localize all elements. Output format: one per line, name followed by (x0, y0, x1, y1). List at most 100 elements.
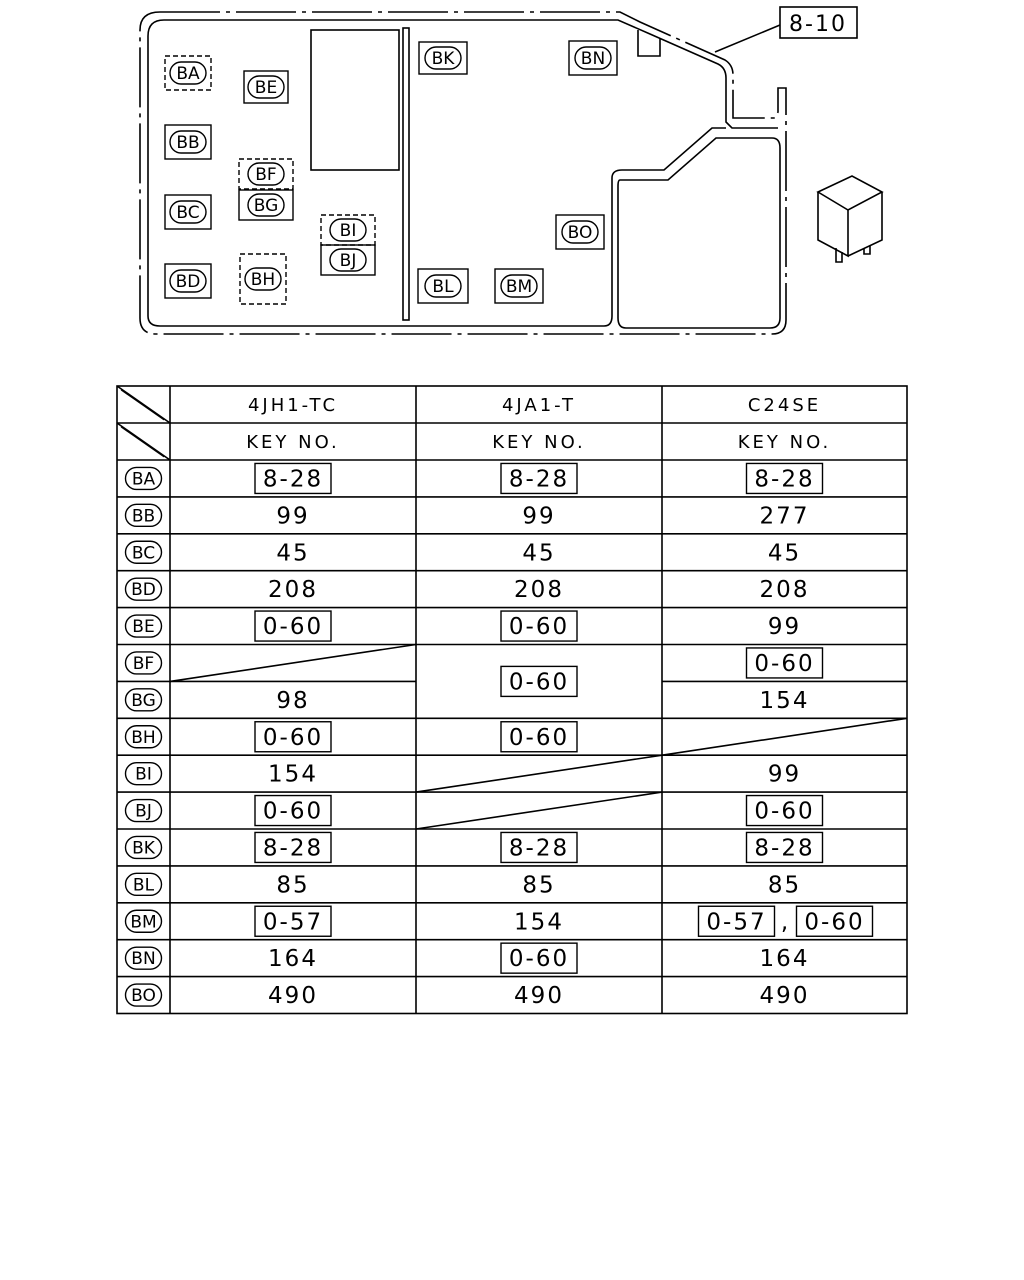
cell-bj-2-na (415, 791, 663, 830)
cell-bh-3-na (661, 717, 908, 756)
cell-ba-2: 8-28 (500, 462, 578, 495)
cell-be-3: 99 (768, 614, 801, 640)
svg-text:45: 45 (276, 540, 309, 566)
cell-bk-1: 8-28 (254, 831, 332, 864)
key-no-subheader: KEY NO. (492, 432, 586, 453)
cell-bn-3: 164 (760, 946, 810, 972)
row-label-bm: BM (124, 909, 163, 933)
svg-text:BF: BF (133, 654, 154, 674)
svg-text:BN: BN (131, 949, 155, 969)
svg-text:99: 99 (276, 503, 309, 529)
cell-bc-2: 45 (522, 540, 553, 566)
svg-text:BJ: BJ (340, 251, 357, 271)
svg-text:BO: BO (568, 223, 593, 243)
cell-bn-2: 0-60 (500, 942, 578, 974)
connector-label-bd: BD (164, 263, 212, 299)
cell-bc-3: 45 (768, 540, 801, 566)
right-compartment (617, 137, 781, 329)
svg-text:208: 208 (514, 577, 564, 603)
connector-label-bj: BJ (320, 244, 376, 276)
svg-text:164: 164 (760, 946, 810, 972)
svg-text:BM: BM (130, 912, 156, 932)
column-header: C24SE (748, 395, 821, 416)
cell-bo-1: 490 (268, 983, 318, 1009)
connector-label-bc: BC (164, 194, 212, 230)
housing-outline (139, 11, 787, 335)
row-label-bb: BB (124, 503, 163, 528)
cell-bk-3: 8-28 (745, 831, 824, 864)
cell-bi-2-na (415, 754, 663, 793)
cell-bf-2: 0-60 (500, 665, 578, 698)
svg-text:0-60: 0-60 (509, 725, 569, 751)
svg-text:99: 99 (522, 503, 555, 529)
cell-bm-3: 0-57 0-60, (697, 905, 874, 937)
svg-text:45: 45 (768, 540, 801, 566)
svg-text:BK: BK (432, 49, 456, 69)
svg-text:BA: BA (132, 469, 156, 489)
svg-text:154: 154 (514, 909, 564, 935)
svg-text:490: 490 (268, 983, 318, 1009)
row-label-bk: BK (124, 835, 163, 860)
connector-label-bl: BL (417, 268, 469, 304)
cell-bd-2: 208 (514, 577, 564, 603)
svg-text:8-28: 8-28 (754, 835, 814, 861)
svg-text:208: 208 (760, 577, 810, 603)
svg-text:0-60: 0-60 (509, 669, 569, 695)
svg-text:0-60: 0-60 (509, 946, 569, 972)
cell-bb-3: 277 (760, 503, 810, 529)
svg-text:BJ: BJ (135, 802, 152, 822)
cell-bl-2: 85 (522, 872, 555, 898)
cell-bm-3-part1: 0-57 (697, 905, 776, 937)
cell-be-2: 0-60 (500, 610, 578, 642)
row-label-bc: BC (124, 540, 163, 564)
cell-bh-2: 0-60 (500, 721, 578, 753)
cell-bj-1: 0-60 (254, 794, 332, 827)
svg-text:0-60: 0-60 (804, 909, 864, 935)
svg-text:BG: BG (254, 196, 279, 216)
row-label-be: BE (124, 614, 163, 638)
svg-text:BB: BB (132, 506, 155, 526)
column-header: 4JA1-T (502, 395, 576, 416)
svg-text:0-57: 0-57 (706, 909, 766, 935)
cell-bd-1: 208 (268, 577, 316, 603)
cell-ba-3: 8-28 (745, 462, 824, 495)
connector-label-bh: BH (239, 253, 287, 305)
svg-text:BD: BD (176, 272, 201, 292)
cell-bm-2: 154 (514, 909, 564, 935)
svg-text:,: , (781, 909, 790, 935)
svg-text:8-28: 8-28 (509, 466, 569, 492)
connector-label-bn: BN (568, 40, 618, 76)
svg-text:99: 99 (768, 762, 801, 788)
svg-text:490: 490 (760, 983, 810, 1009)
svg-text:BN: BN (581, 49, 605, 69)
svg-text:BE: BE (132, 617, 154, 637)
connector-label-bi: BI (320, 214, 376, 246)
svg-text:BI: BI (340, 221, 357, 241)
connector-label-bb: BB (164, 124, 212, 160)
cell-bm-3-part2: 0-60 (795, 905, 874, 937)
svg-text:0-60: 0-60 (754, 799, 814, 825)
key-no-subheader: KEY NO. (738, 432, 832, 453)
svg-text:85: 85 (768, 872, 801, 898)
svg-text:8-28: 8-28 (754, 466, 814, 492)
reference-label: 8-10 (779, 6, 858, 39)
svg-text:BD: BD (131, 580, 156, 600)
cell-bi-3: 99 (768, 762, 801, 788)
connector-label-bg: BG (238, 189, 294, 221)
svg-text:8-28: 8-28 (263, 466, 323, 492)
svg-text:8-28: 8-28 (263, 835, 323, 861)
key-no-subheader: KEY NO. (246, 432, 340, 453)
svg-text:BM: BM (506, 277, 532, 297)
svg-text:85: 85 (522, 872, 555, 898)
svg-text:85: 85 (276, 872, 309, 898)
svg-text:277: 277 (760, 503, 810, 529)
svg-text:BO: BO (131, 986, 156, 1006)
svg-text:0-60: 0-60 (263, 614, 323, 640)
row-label-bo: BO (124, 983, 163, 1007)
cell-bi-1: 154 (268, 762, 316, 788)
cell-bg-1: 98 (276, 688, 307, 714)
svg-text:99: 99 (768, 614, 801, 640)
connector-label-bm: BM (494, 268, 544, 304)
svg-text:164: 164 (268, 946, 318, 972)
cell-bm-1: 0-57 (254, 905, 332, 937)
